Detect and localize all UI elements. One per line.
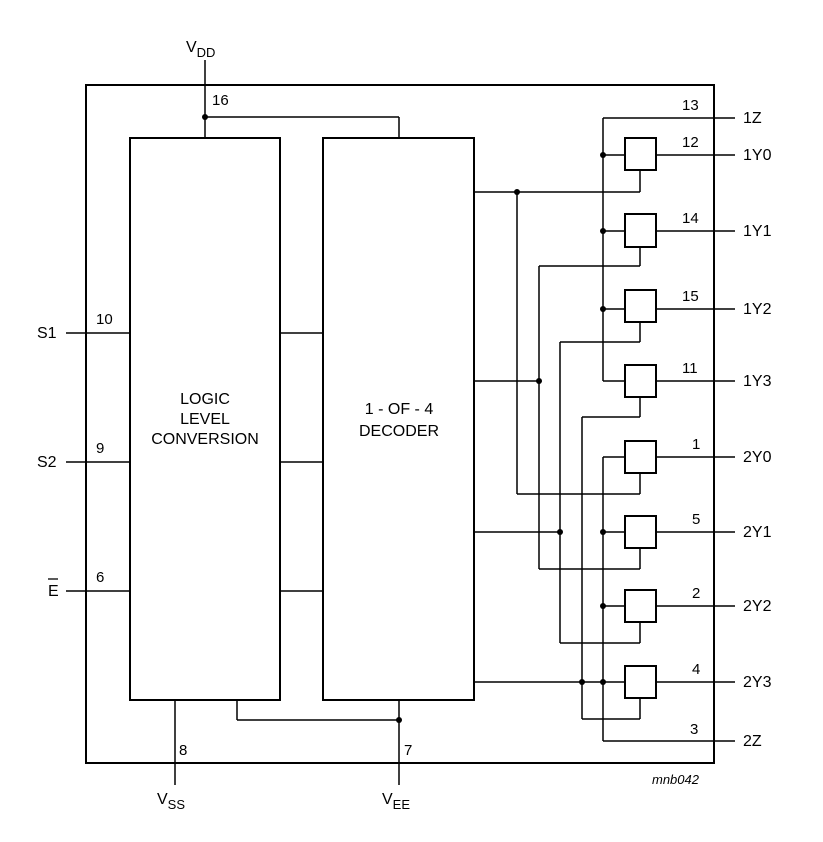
2y1-label: 2Y1 [743, 524, 772, 541]
switch-2y3 [624, 665, 657, 699]
channel-1y0: 12 1Y0 [624, 134, 772, 171]
logic-level-conversion-block [129, 137, 281, 701]
decoder-label-line1: 1 - OF - 4 [365, 401, 434, 418]
logic-block-label-line3: CONVERSION [151, 431, 259, 448]
2y2-label: 2Y2 [743, 598, 772, 615]
switch-2y1 [624, 515, 657, 549]
package-outline [85, 84, 715, 764]
vss-pin-number: 8 [179, 742, 187, 759]
channel-2y3: 4 2Y3 [624, 661, 772, 699]
vss-supply: VSS 8 [157, 700, 187, 812]
figure-reference-code: mnb042 [652, 772, 700, 787]
channel-1y1: 14 1Y1 [624, 210, 772, 248]
vee-pin-number: 7 [404, 742, 412, 759]
switch-2y0 [624, 440, 657, 474]
switch-1y1 [624, 213, 657, 248]
vdd-supply: VDD 16 [186, 39, 400, 138]
switch-1y0 [624, 137, 657, 171]
input-enable: E 6 [48, 569, 130, 600]
switch-1y3 [624, 364, 657, 398]
s2-label: S2 [37, 454, 57, 471]
decoder-block [322, 137, 475, 701]
enable-label: E [48, 583, 59, 600]
enable-pin-number: 6 [96, 569, 104, 586]
1y1-label: 1Y1 [743, 223, 772, 240]
input-s2: S2 9 [37, 440, 130, 471]
1y3-label: 1Y3 [743, 373, 772, 390]
s1-pin-number: 10 [96, 311, 113, 328]
control-lines [474, 170, 641, 720]
decoder-label-line2: DECODER [359, 423, 439, 440]
channel-1y2: 15 1Y2 [624, 288, 772, 323]
2y3-pin-number: 4 [692, 661, 700, 678]
logic-block-label-line2: LEVEL [180, 411, 230, 428]
2y1-pin-number: 5 [692, 511, 700, 528]
vee-label: VEE [382, 791, 410, 812]
s2-pin-number: 9 [96, 440, 104, 457]
channel-2y0: 1 2Y0 [624, 436, 772, 474]
2y2-pin-number: 2 [692, 585, 700, 602]
logic-block-label-line1: LOGIC [180, 391, 230, 408]
vdd-label: VDD [186, 39, 215, 60]
1z-label: 1Z [743, 110, 762, 127]
1z-pin-number: 13 [682, 97, 699, 114]
vee-supply: VEE 7 [236, 700, 412, 812]
2y3-label: 2Y3 [743, 674, 772, 691]
common-2z: 2Z 3 [600, 456, 762, 750]
2y0-pin-number: 1 [692, 436, 700, 453]
2z-pin-number: 3 [690, 721, 698, 738]
switch-1y2 [624, 289, 657, 323]
2z-label: 2Z [743, 733, 762, 750]
1y0-pin-number: 12 [682, 134, 699, 151]
1y0-label: 1Y0 [743, 147, 772, 164]
channel-2y1: 5 2Y1 [624, 511, 772, 549]
vss-label: VSS [157, 791, 185, 812]
1y2-pin-number: 15 [682, 288, 699, 305]
switch-2y2 [624, 589, 657, 623]
channel-2y2: 2 2Y2 [624, 585, 772, 623]
channel-1y3: 11 1Y3 [624, 360, 772, 398]
1y3-pin-number: 11 [682, 360, 698, 377]
vdd-pin-number: 16 [212, 92, 229, 109]
common-1z: 1Z 13 [600, 97, 762, 382]
1y1-pin-number: 14 [682, 210, 699, 227]
s1-label: S1 [37, 325, 57, 342]
2y0-label: 2Y0 [743, 449, 772, 466]
1y2-label: 1Y2 [743, 301, 772, 318]
input-s1: S1 10 [37, 311, 130, 342]
